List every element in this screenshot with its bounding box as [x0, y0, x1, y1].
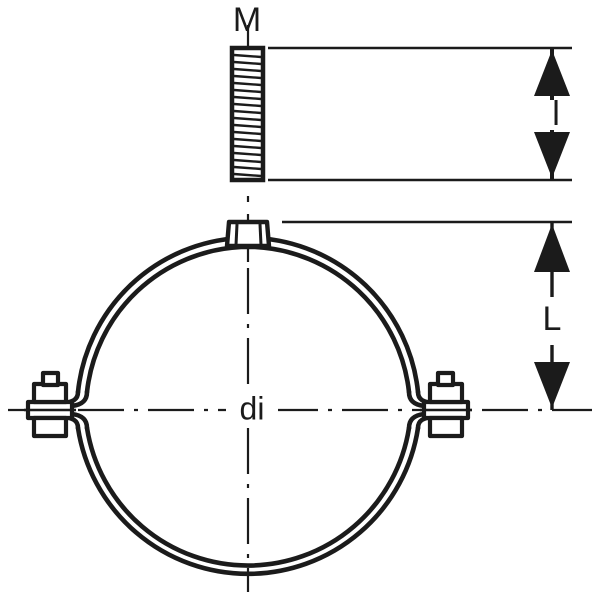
top-nut-group	[224, 219, 272, 249]
arrowhead-L-up	[534, 224, 570, 272]
label-inner-diameter: di	[240, 390, 265, 426]
dimension-thread-length-group	[268, 46, 572, 182]
label-thread-length: l	[552, 95, 560, 133]
right-side-bolt-group	[420, 370, 472, 439]
arrowhead-l-up	[534, 50, 570, 96]
left-bolt-upper-cap	[40, 370, 61, 388]
label-overall-length: L	[543, 300, 562, 338]
arrowhead-l-down	[534, 132, 570, 178]
arrowhead-L-down	[534, 362, 570, 408]
right-bolt-upper-cap	[435, 370, 456, 388]
clamp-inner-band-lower	[84, 425, 412, 568]
threaded-rod-group	[229, 45, 266, 183]
left-side-bolt-group	[24, 370, 76, 439]
left-bolt-lower-nut	[31, 415, 69, 439]
centerlines-group	[8, 25, 592, 592]
label-thread-size: M	[233, 1, 261, 39]
top-nut-body	[224, 219, 272, 249]
label-inner-diameter-knockout	[226, 392, 278, 428]
thread-pitch-lines	[233, 53, 262, 178]
top-nut-facet-lines	[234, 223, 263, 246]
dimension-overall-length-group	[282, 220, 572, 410]
clamp-outer-band-lower	[75, 425, 421, 577]
right-bolt-lower-nut	[427, 415, 465, 439]
